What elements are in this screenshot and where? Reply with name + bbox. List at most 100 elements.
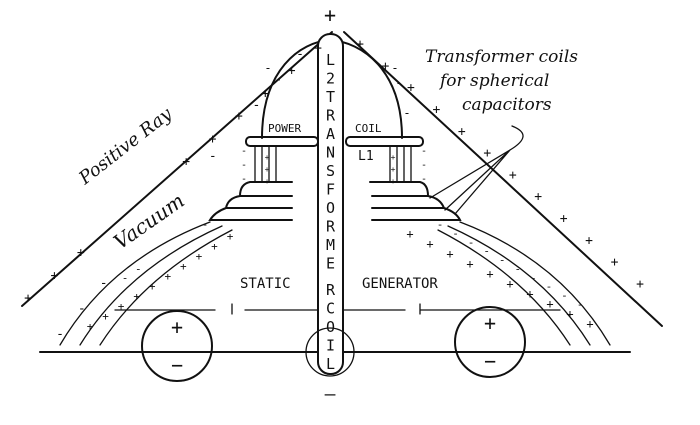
minus-sign: - [241,146,247,157]
column-letter: N [326,144,335,162]
plus-sign: + [406,227,413,241]
callout-line-1: Transformer coils [425,47,578,67]
minus-sign: - [252,98,260,113]
plus-sign: + [534,190,542,205]
minus-sign: - [421,174,427,185]
callout-line-3: capacitors [462,95,552,115]
minus-sign: - [499,254,506,267]
column-letter: I [326,337,335,355]
right-outer-line [343,31,663,327]
plus-sign: + [164,270,171,283]
plus-sign: + [265,153,270,162]
plus-sign: + [446,247,453,261]
plus-sign: + [391,177,396,186]
minus-sign: - [100,276,108,291]
power-coil-right [345,136,424,147]
column-letter: T [326,88,335,106]
minus-sign: - [78,302,86,317]
minus-sign: - [135,262,142,275]
plus-sign: + [265,177,270,186]
plus-sign: + [209,132,217,147]
minus-sign: - [421,146,427,157]
minus-sign: - [241,160,247,171]
plus-sign: + [182,155,190,170]
plus-sign: + [149,280,156,293]
minus-sign: - [483,245,490,258]
static-generator-line [114,303,561,315]
minus-sign: - [264,61,271,75]
column-letter: S [326,162,335,180]
charge-signs: ++-++-++-++++-+++++++-++-++-++--++-++-++… [24,37,644,342]
bottom-sign: — [325,384,336,405]
plus-sign: + [391,165,396,174]
left-sphere-plus: + [171,315,183,339]
callout-line-2: for spherical [438,71,549,91]
plus-sign: + [458,124,466,139]
plus-sign: + [509,168,517,183]
minus-sign: - [468,236,475,249]
plus-sign: + [227,230,234,243]
column-letter: R [326,107,336,125]
plus-sign: + [426,237,433,251]
coil-label: COIL [355,122,382,135]
left-sphere-minus: − [171,353,183,377]
plus-sign: + [196,250,203,263]
plus-sign: + [118,300,125,313]
minus-sign: - [209,149,217,164]
minus-sign: - [395,76,402,90]
minus-sign: - [452,227,459,240]
minus-sign: - [202,218,209,231]
static-label: STATIC [240,276,291,292]
left-outer-line [21,31,333,307]
plus-sign: + [636,277,644,292]
minus-sign: - [514,262,521,275]
column-letter: R [326,218,336,236]
plus-sign: + [133,290,140,303]
column-letter: 2 [326,70,335,88]
plus-sign: + [50,268,58,283]
power-coil-left [245,136,319,147]
column-letter: M [326,236,335,254]
column-letter: L [326,51,335,69]
plus-sign: + [611,255,619,270]
minus-sign: - [421,160,427,171]
right-sphere-minus: − [484,349,496,373]
column-letter: A [326,125,335,143]
plus-sign: + [24,291,32,306]
plus-sign: + [407,81,415,96]
left-spherical-capacitor [141,310,213,382]
plus-sign: + [261,86,269,101]
minus-sign: - [241,174,247,185]
callout-arrows [429,125,524,215]
plus-sign: + [382,59,390,74]
plus-sign: + [391,153,396,162]
column-letter: C [326,300,335,318]
transformer-column [317,33,344,375]
positive-ray-label: Positive Ray [74,103,176,189]
right-sphere-plus: + [484,311,496,335]
apex-sign: + [324,3,336,27]
curved-conductors-right [437,221,611,346]
minus-sign: - [56,327,64,342]
plus-sign: + [87,320,94,333]
l1-label: L1 [358,149,374,164]
minus-sign: - [561,289,568,302]
minus-sign: - [577,298,584,311]
plus-sign: + [180,260,187,273]
plus-sign: + [211,240,218,253]
minus-sign: - [122,271,129,284]
plus-sign: + [235,109,243,124]
plus-sign: + [566,307,573,321]
secondary-coil-left [254,145,277,183]
plus-sign: + [288,64,296,79]
column-letter: F [326,181,335,199]
plus-sign: + [77,246,85,261]
minus-sign: - [437,218,444,231]
column-letter: L [326,355,335,373]
plus-sign: + [356,37,364,52]
minus-sign: - [403,106,410,120]
generator-label: GENERATOR [362,276,438,292]
